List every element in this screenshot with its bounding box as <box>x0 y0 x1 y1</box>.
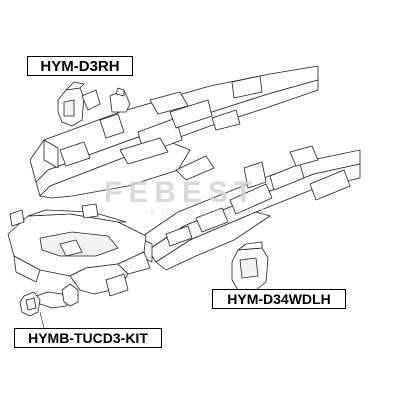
part-label-bottom: HYMB-TUCD3-KIT <box>14 328 162 348</box>
leader-line-bottom <box>39 311 45 329</box>
part-label-top: HYM-D3RH <box>27 56 133 76</box>
lower-frame-rail <box>139 145 361 271</box>
engine-mount-top-part <box>57 81 131 127</box>
watermark-tagline: AUTOMOTIVE <box>150 208 273 217</box>
part-label-right: HYM-D34WDLH <box>212 289 346 309</box>
upper-frame-rail <box>29 65 319 199</box>
engine-mount-right-part <box>231 241 269 291</box>
watermark-logo: FEBEST <box>104 176 259 209</box>
front-subframe <box>7 203 151 297</box>
bushing-kit-part <box>19 283 79 317</box>
